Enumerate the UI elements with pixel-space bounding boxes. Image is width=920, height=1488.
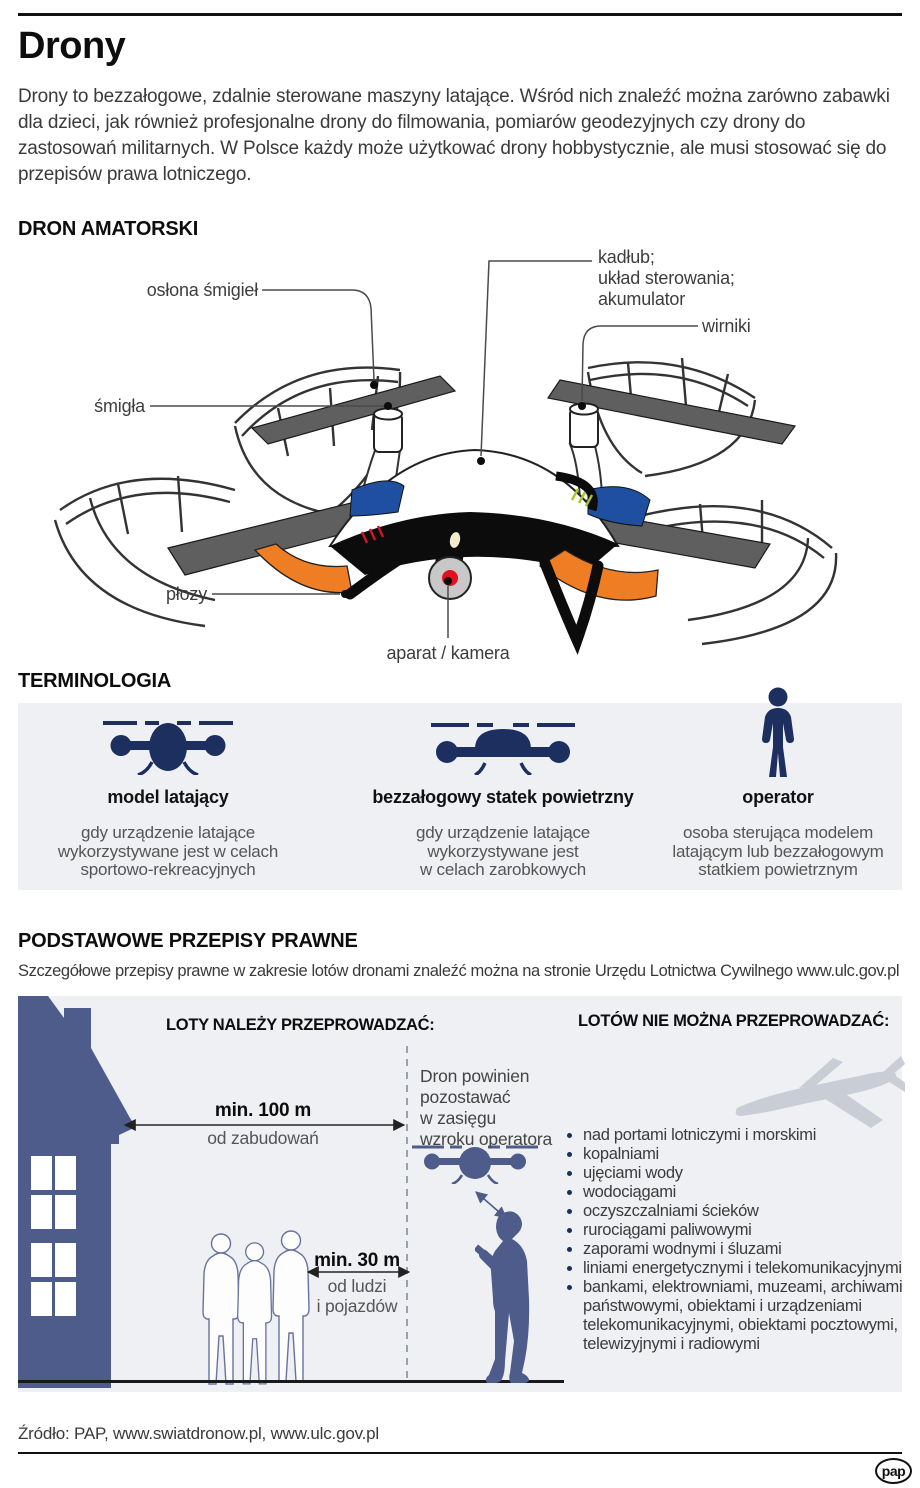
forbidden-item: nad portami lotniczymi i morskimi xyxy=(583,1126,917,1145)
pap-logo: pap xyxy=(875,1458,912,1484)
terminology-description: gdy urządzenie latające wykorzystywane j… xyxy=(57,823,279,879)
leader-dots xyxy=(341,381,586,598)
blue-accent-left xyxy=(349,480,405,517)
landing-skids xyxy=(344,554,604,655)
page-title: Drony xyxy=(18,25,126,67)
building-icon xyxy=(18,996,136,1388)
blue-accent-right xyxy=(587,486,651,527)
label-hull: kadłub; układ sterowania; akumulator xyxy=(598,247,735,309)
forbidden-item: bankami, elektrowniami, muzeami, archiwa… xyxy=(583,1278,917,1354)
operator-icon xyxy=(762,687,794,777)
black-strut-right xyxy=(555,471,598,512)
model-drone-icon xyxy=(103,721,233,775)
terminology-item-uav: bezzałogowy statek powietrzny gdy urządz… xyxy=(345,703,661,880)
rules-annotations xyxy=(18,1046,564,1384)
label-prop-guard: osłona śmigieł xyxy=(146,280,258,300)
terminology-title: model latający xyxy=(107,787,229,807)
uav-drone-icon xyxy=(431,723,575,775)
forbidden-list: nad portami lotniczymi i morskimi kopaln… xyxy=(566,1126,917,1354)
ground-line xyxy=(18,1380,564,1383)
label-skids: płozy xyxy=(165,584,207,604)
label-propellers: śmigła xyxy=(94,396,145,416)
rotor-cylinders xyxy=(373,402,599,453)
section-heading-amateur-drone: DRON AMATORSKI xyxy=(18,218,199,240)
leader-lines xyxy=(150,260,698,638)
terminology-item-model: model latający gdy urządzenie latające w… xyxy=(40,703,296,880)
people-distance-value: min. 30 m xyxy=(314,1250,400,1271)
terminology-title: operator xyxy=(742,787,814,807)
forbidden-item: zaporami wodnymi i śluzami xyxy=(583,1240,917,1259)
buildings-distance-label: od zabudowań xyxy=(207,1128,319,1148)
sight-note: Dron powinien pozostawać w zasięgu wzrok… xyxy=(420,1066,553,1149)
terminology-item-operator: operator osoba sterująca modelem latając… xyxy=(670,687,886,880)
allowed-heading: LOTY NALEŻY PRZEPROWADZAĆ: xyxy=(166,1016,435,1034)
prop-guard-cages xyxy=(53,357,838,646)
label-camera: aparat / kamera xyxy=(386,643,510,663)
buildings-distance-value: min. 100 m xyxy=(214,1100,312,1121)
forbidden-item: kopalniami xyxy=(583,1145,917,1164)
section-heading-terminology: TERMINOLOGIA xyxy=(18,670,172,692)
rules-panel: LOTY NALEŻY PRZEPROWADZAĆ: LOTÓW NIE MOŻ… xyxy=(18,996,905,1392)
terminology-description: gdy urządzenie latające wykorzystywane j… xyxy=(415,823,591,879)
sight-drone-icon xyxy=(412,1145,538,1184)
source-line: Źródło: PAP, www.swiatdronow.pl, www.ulc… xyxy=(18,1424,379,1443)
red-ticks xyxy=(360,525,385,544)
label-rotors: wirniki xyxy=(702,316,751,336)
forbidden-item: ujęciami wody xyxy=(583,1164,917,1183)
sight-line-arrow xyxy=(475,1191,507,1219)
airplane-icon xyxy=(735,1056,905,1128)
forbidden-item: rurociągami paliwowymi xyxy=(583,1221,917,1240)
top-rule xyxy=(18,13,902,16)
forbidden-item: liniami energetycznymi i telekomunikacyj… xyxy=(583,1259,917,1278)
green-ticks xyxy=(570,488,594,507)
terminology-description: osoba sterująca modelem latającym lub be… xyxy=(672,823,884,879)
forbidden-heading: LOTÓW NIE MOŻNA PRZEPROWADZAĆ: xyxy=(578,1012,890,1030)
intro-paragraph: Drony to bezzałogowe, zdalnie sterowane … xyxy=(18,86,890,185)
rules-intro: Szczegółowe przepisy prawne w zakresie l… xyxy=(18,962,900,980)
people-distance-label: od ludzi i pojazdów xyxy=(316,1276,398,1316)
section-heading-rules: PODSTAWOWE PRZEPISY PRAWNE xyxy=(18,930,358,952)
forbidden-item: oczyszczalniami ścieków xyxy=(583,1202,917,1221)
terminology-panel: model latający gdy urządzenie latające w… xyxy=(18,687,902,890)
drone-operator-icon xyxy=(475,1211,530,1383)
footer-rule xyxy=(18,1452,902,1454)
amateur-drone-diagram xyxy=(53,260,838,655)
terminology-title: bezzałogowy statek powietrzny xyxy=(372,787,634,807)
forbidden-item: wodociągami xyxy=(583,1183,917,1202)
